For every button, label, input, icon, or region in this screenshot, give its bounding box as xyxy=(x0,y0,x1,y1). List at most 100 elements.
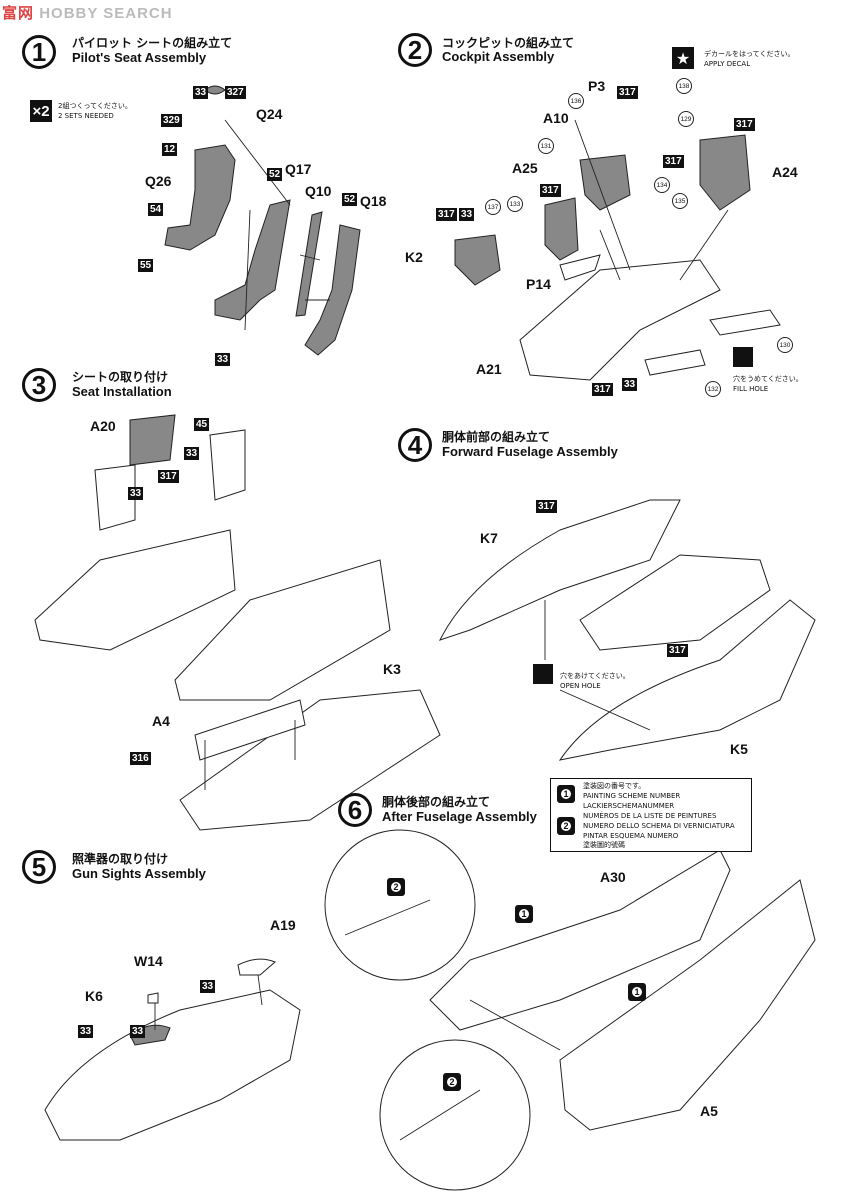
scheme-marker-a-label: 2 xyxy=(391,882,401,892)
part-label-k6: K6 xyxy=(85,988,103,1004)
step-number-3: 3 xyxy=(22,368,56,402)
scheme-marker-b: 1 xyxy=(515,905,533,923)
color-box: 317 xyxy=(667,644,688,657)
part-label-a20: A20 xyxy=(90,418,116,434)
step-title-jp-1: パイロット シートの組み立て xyxy=(72,36,233,50)
sets-needed-jp: 2組つくってください。 xyxy=(58,102,132,110)
sets-needed-badge: ×2 xyxy=(30,100,52,122)
step-title-en-4: Forward Fuselage Assembly xyxy=(442,444,618,459)
scheme-marker-d: 2 xyxy=(443,1073,461,1091)
painting-line-4: NUMÉROS DE LA LISTE DE PEINTURES xyxy=(583,812,717,820)
step-title-jp-6: 胴体後部の組み立て xyxy=(382,795,491,809)
step-title-jp-2: コックピットの組み立て xyxy=(442,36,575,50)
step-number-2: 2 xyxy=(398,33,432,67)
step-title-jp-5: 照準器の取り付け xyxy=(72,852,169,866)
step-title-en-3: Seat Installation xyxy=(72,384,172,399)
color-box: 33 xyxy=(184,447,200,460)
part-label-q18: Q18 xyxy=(360,193,387,209)
part-label-q10: Q10 xyxy=(305,183,332,199)
painting-line-7: 塗裝圖的號碼 xyxy=(583,841,625,849)
open-hole-en: OPEN HOLE xyxy=(560,682,601,690)
color-box: 327 xyxy=(225,86,246,99)
color-box: 12 xyxy=(162,143,178,156)
part-label-k2: K2 xyxy=(405,249,423,265)
color-box: 317 xyxy=(158,470,179,483)
step-number-6: 6 xyxy=(338,793,372,827)
decal-number: 130 xyxy=(777,337,793,353)
step-number-5: 5 xyxy=(22,850,56,884)
color-box: 317 xyxy=(536,500,557,513)
color-box: 45 xyxy=(194,418,210,431)
part-label-a25: A25 xyxy=(512,160,538,176)
painting-line-2: PAINTING SCHEME NUMBER xyxy=(583,792,681,800)
apply-decal-en: APPLY DECAL xyxy=(704,60,751,68)
decal-number: 135 xyxy=(672,193,688,209)
color-box: 317 xyxy=(617,86,638,99)
step-title-jp-3: シートの取り付け xyxy=(72,370,169,384)
scheme-marker-d-label: 2 xyxy=(447,1077,457,1087)
star-decal-icon: ★ xyxy=(672,47,694,69)
step2-cockpit-drawing xyxy=(454,119,781,381)
color-box: 52 xyxy=(342,193,358,206)
scheme-1-badge: 1 xyxy=(557,785,575,803)
color-box: 316 xyxy=(130,752,151,765)
color-box: 33 xyxy=(130,1025,146,1038)
part-label-q17: Q17 xyxy=(285,161,312,177)
color-box: 33 xyxy=(78,1025,94,1038)
decal-number: 136 xyxy=(568,93,584,109)
painting-line-3: LACKIERSCHEMANUMMER xyxy=(583,802,675,810)
color-box: 317 xyxy=(734,118,755,131)
scheme-2-badge: 2 xyxy=(557,817,575,835)
color-box: 317 xyxy=(663,155,684,168)
part-label-a21: A21 xyxy=(476,361,502,377)
step-number-4: 4 xyxy=(398,428,432,462)
part-label-a4: A4 xyxy=(152,713,170,729)
watermark-logo-text: 富网 xyxy=(2,5,35,22)
fill-hole-jp: 穴をうめてください。 xyxy=(733,375,803,383)
part-label-a10: A10 xyxy=(543,110,569,126)
step4-fuselage-drawing xyxy=(439,499,816,761)
color-box: 55 xyxy=(138,259,154,272)
step-title-en-2: Cockpit Assembly xyxy=(442,49,555,64)
color-box: 33 xyxy=(459,208,475,221)
step3-seat-install-drawing xyxy=(34,414,441,831)
color-box: 52 xyxy=(267,168,283,181)
part-label-a24: A24 xyxy=(772,164,798,180)
decal-number: 137 xyxy=(485,199,501,215)
part-label-q26: Q26 xyxy=(145,173,172,189)
decal-number: 132 xyxy=(705,381,721,397)
part-label-w14: W14 xyxy=(134,953,163,969)
painting-line-1: 塗装図の番号です。 xyxy=(583,782,646,790)
color-box: 317 xyxy=(436,208,457,221)
color-box: 317 xyxy=(592,383,613,396)
open-hole-jp: 穴をあけてください。 xyxy=(560,672,630,680)
color-box: 33 xyxy=(128,487,144,500)
scheme-marker-c: 1 xyxy=(628,983,646,1001)
step-number-1: 1 xyxy=(22,35,56,69)
scheme-1-label: 1 xyxy=(561,789,571,799)
open-hole-icon xyxy=(533,664,553,684)
color-box: 33 xyxy=(215,353,231,366)
step-title-en-1: Pilot's Seat Assembly xyxy=(72,50,207,65)
sets-needed-en: 2 SETS NEEDED xyxy=(58,112,114,120)
fill-hole-en: FILL HOLE xyxy=(733,385,769,393)
painting-scheme-legend: 1 2 塗装図の番号です。 PAINTING SCHEME NUMBER LAC… xyxy=(550,778,752,852)
decal-number: 129 xyxy=(678,111,694,127)
decal-number: 134 xyxy=(654,177,670,193)
watermark-brand: HOBBY SEARCH xyxy=(39,5,173,22)
color-box: 33 xyxy=(200,980,216,993)
decal-number: 138 xyxy=(676,78,692,94)
step-title-jp-4: 胴体前部の組み立て xyxy=(442,430,551,444)
painting-line-5: NUMERO DELLO SCHEMA DI VERNICIATURA xyxy=(583,822,735,830)
apply-decal-jp: デカールをはってください。 xyxy=(704,50,795,58)
step-title-en-5: Gun Sights Assembly xyxy=(72,866,206,881)
decal-number: 133 xyxy=(507,196,523,212)
scheme-marker-b-label: 1 xyxy=(519,909,529,919)
color-box: 33 xyxy=(622,378,638,391)
part-label-k5: K5 xyxy=(730,741,748,757)
part-label-a5: A5 xyxy=(700,1103,718,1119)
color-box: 54 xyxy=(148,203,164,216)
decal-number: 131 xyxy=(538,138,554,154)
scheme-marker-c-label: 1 xyxy=(632,987,642,997)
step-title-en-6: After Fuselage Assembly xyxy=(382,809,537,824)
